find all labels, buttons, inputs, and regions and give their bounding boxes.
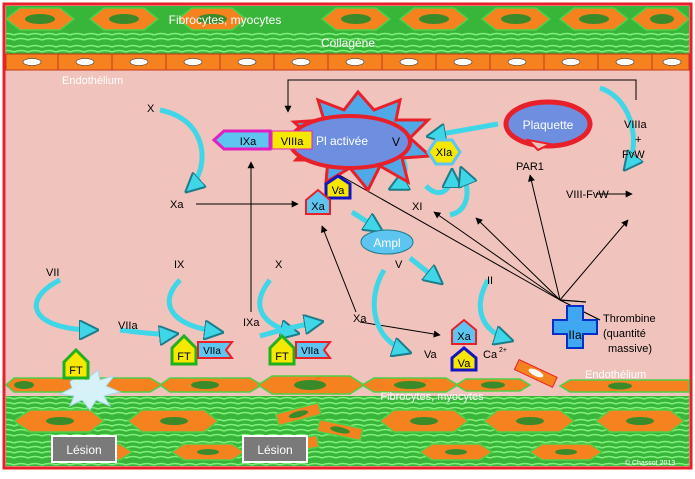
label-fibrocytes-top: Fibrocytes, myocytes <box>169 13 282 27</box>
label-viia-3: VIIa <box>301 346 319 357</box>
label-ca: Ca <box>483 349 498 361</box>
label-viia-2: VIIa <box>203 346 221 357</box>
label-viii-fvw: VIII-FvW <box>566 189 609 201</box>
collagen-band <box>6 32 689 54</box>
label-ft-1: FT <box>69 365 83 377</box>
label-vii: VII <box>46 267 59 279</box>
label-viiia-fvw-3: FvW <box>622 149 645 161</box>
label-v-on-platelet: V <box>392 135 400 149</box>
label-endothelium-bottom: Endothélium <box>585 369 646 381</box>
copyright: © Chassot 2013 <box>625 459 675 467</box>
arrow-thr-to-xia <box>475 217 561 301</box>
label-ixa-tenase: IXa <box>240 136 257 148</box>
arrow-thr-to-fvw <box>559 219 629 301</box>
arrow-xa-up <box>321 225 357 313</box>
label-endothelium-top: Endothélium <box>62 75 123 87</box>
label-iia: IIa <box>568 328 582 342</box>
label-xia: XIa <box>436 147 453 159</box>
arrow-thr-to-v <box>333 171 561 301</box>
xa-va-box: Xa Va <box>450 318 478 372</box>
prothrombinase-complex: Va Xa <box>305 174 352 215</box>
label-viiia-fvw-1: VIIIa <box>624 119 648 131</box>
tissue-factor-3: FT VIIa <box>268 333 332 366</box>
label-xa-prothrombinase: Xa <box>311 201 325 213</box>
lesion-button-2-label: Lésion <box>257 443 292 457</box>
tissue-factor-1: FT <box>62 347 90 380</box>
label-collagene: Collagène <box>321 36 375 50</box>
label-v-mid: V <box>395 259 403 271</box>
bottom-endothelium <box>4 358 690 395</box>
lesion-button-1-label: Lésion <box>66 443 101 457</box>
label-ft-3: FT <box>275 351 289 363</box>
label-ampl: Ampl <box>373 236 400 250</box>
label-ca-sup: 2+ <box>499 347 507 354</box>
label-plaquette: Plaquette <box>523 118 574 132</box>
arrow-thr-to-xi <box>433 211 561 301</box>
ampl-badge: Ampl <box>360 229 414 255</box>
black-arrows <box>196 79 637 338</box>
arrow-xa-to-box <box>359 321 441 338</box>
label-ft-2: FT <box>177 351 191 363</box>
label-xa-mid: Xa <box>353 313 367 325</box>
arrow-fvw-to-tenase <box>284 79 637 113</box>
label-fibrocytes-bottom: Fibrocytes, myocytes <box>380 391 484 403</box>
bottom-fibrocyte-band <box>6 396 689 466</box>
label-va-box: Va <box>458 358 472 370</box>
label-ixa: IXa <box>243 317 260 329</box>
label-ix: IX <box>174 259 185 271</box>
label-par1: PAR1 <box>516 161 544 173</box>
label-viia: VIIa <box>118 320 138 332</box>
label-pl-activee: Pl activée <box>316 134 368 148</box>
cyan-arrow-xi <box>449 170 467 218</box>
label-thrombine-1: Thrombine <box>603 313 656 325</box>
top-endothelium <box>5 53 690 71</box>
lesion-burst <box>58 369 122 411</box>
label-viiia-fvw-2: + <box>635 134 641 146</box>
thrombin-iia: IIa <box>552 305 598 349</box>
label-viiia-tenase: VIIIa <box>281 136 305 148</box>
cyan-arrows <box>33 85 633 352</box>
arrow-thr-to-par1 <box>528 174 561 301</box>
label-thrombine-3: massive) <box>608 343 652 355</box>
label-xa-top: Xa <box>170 199 184 211</box>
factor-labels: X Xa XI PAR1 VIIIa + FvW VIII-FvW VII VI… <box>46 103 656 361</box>
label-xa-box: Xa <box>457 331 471 343</box>
label-thrombine-2: (quantité <box>603 328 646 340</box>
platelet-resting: Plaquette <box>503 99 593 152</box>
tenase-complex: IXa VIIIa <box>211 129 313 151</box>
label-va-prothrombinase: Va <box>332 185 346 197</box>
label-xi: XI <box>412 201 422 213</box>
lesion-button-1[interactable]: Lésion <box>51 435 117 463</box>
label-x-top: X <box>147 103 155 115</box>
tissue-factor-2: FT VIIa <box>170 333 234 366</box>
label-ii: II <box>487 275 493 287</box>
top-fibrocyte-band <box>4 6 691 32</box>
xia-factor: XIa <box>426 138 462 166</box>
label-x-mid: X <box>275 259 283 271</box>
label-va-mid: Va <box>424 349 438 361</box>
lesion-button-2[interactable]: Lésion <box>242 435 308 463</box>
